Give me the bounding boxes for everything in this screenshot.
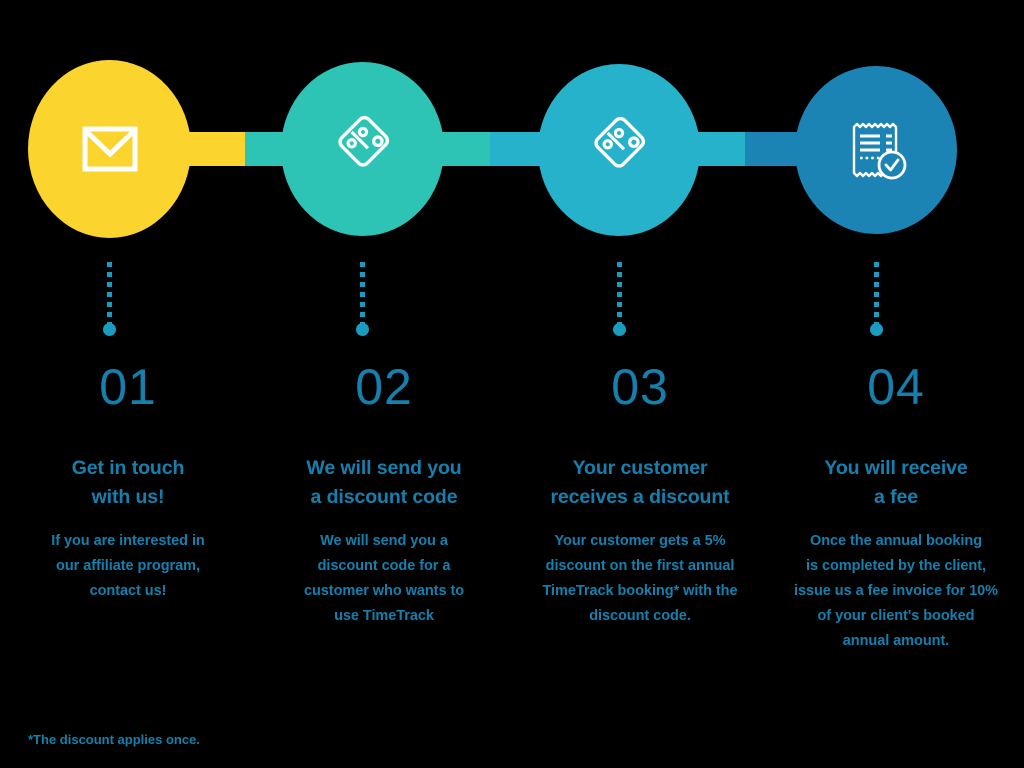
step-heading-3: Your customer receives a discount (526, 454, 754, 512)
step-heading-1: Get in touch with us! (14, 454, 242, 512)
step-body-line: of your client's booked (817, 608, 975, 624)
step-heading-2: We will send you a discount code (270, 454, 498, 512)
stem-end-dot-2 (356, 323, 369, 336)
stem-end-dot-3 (613, 323, 626, 336)
step-heading-line: a discount code (310, 486, 458, 508)
step-body-line: TimeTrack booking* with the (542, 583, 738, 599)
dotted-stems (0, 0, 1024, 360)
step-text-columns: 01 Get in touch with us! If you are inte… (0, 358, 1024, 698)
step-column-3: 03 Your customer receives a discount You… (512, 358, 768, 698)
step-body-line: contact us! (89, 583, 167, 599)
step-body-line: use TimeTrack (334, 608, 434, 624)
step-body-3: Your customer gets a 5% discount on the … (526, 529, 754, 629)
discount-tag-icon (582, 113, 656, 187)
step-body-line: customer who wants to (303, 583, 465, 599)
step-body-line: is completed by the client, (806, 558, 986, 574)
step-body-2: We will send you a discount code for a c… (270, 529, 498, 629)
step-body-line: Once the annual booking (809, 533, 983, 549)
step-body-line: If you are interested in (51, 533, 205, 549)
dotted-stem-4 (874, 262, 879, 324)
dotted-stem-1 (107, 262, 112, 324)
footnote: *The discount applies once. (28, 732, 200, 747)
step-heading-line: You will receive (824, 457, 968, 479)
step-heading-line: Your customer (572, 457, 708, 479)
step-body-line: Your customer gets a 5% (554, 533, 726, 549)
step-body-line: issue us a fee invoice for 10% (793, 583, 998, 599)
step-circle-3[interactable] (538, 64, 700, 236)
discount-tag-icon (326, 112, 400, 186)
step-circle-1[interactable] (28, 60, 191, 238)
stem-end-dot-4 (870, 323, 883, 336)
step-body-4: Once the annual booking is completed by … (782, 529, 1010, 654)
step-number-3: 03 (611, 359, 669, 415)
stem-end-dot-1 (103, 323, 116, 336)
step-heading-line: We will send you (306, 457, 462, 479)
step-number-4: 04 (867, 359, 925, 415)
step-heading-line: receives a discount (550, 486, 730, 508)
step-column-1: 01 Get in touch with us! If you are inte… (0, 358, 256, 698)
step-body-line: discount code. (589, 608, 691, 624)
envelope-icon (82, 126, 138, 172)
invoice-check-icon (841, 115, 911, 185)
step-number-2: 02 (355, 359, 413, 415)
step-heading-line: Get in touch (71, 457, 185, 479)
step-column-2: 02 We will send you a discount code We w… (256, 358, 512, 698)
step-number-1: 01 (99, 359, 157, 415)
step-heading-4: You will receive a fee (782, 454, 1010, 512)
step-circles (0, 0, 1024, 300)
step-heading-line: a fee (874, 486, 918, 508)
step-body-line: We will send you a (320, 533, 448, 549)
step-body-line: discount on the first annual (545, 558, 735, 574)
step-column-4: 04 You will receive a fee Once the annua… (768, 358, 1024, 698)
step-heading-line: with us! (91, 486, 165, 508)
dotted-stem-3 (617, 262, 622, 324)
step-body-1: If you are interested in our affiliate p… (14, 529, 242, 604)
dotted-stem-2 (360, 262, 365, 324)
step-body-line: discount code for a (317, 558, 451, 574)
step-circle-4[interactable] (795, 66, 957, 234)
step-body-line: annual amount. (842, 633, 950, 649)
step-circle-2[interactable] (281, 62, 444, 236)
step-body-line: our affiliate program, (56, 558, 200, 574)
